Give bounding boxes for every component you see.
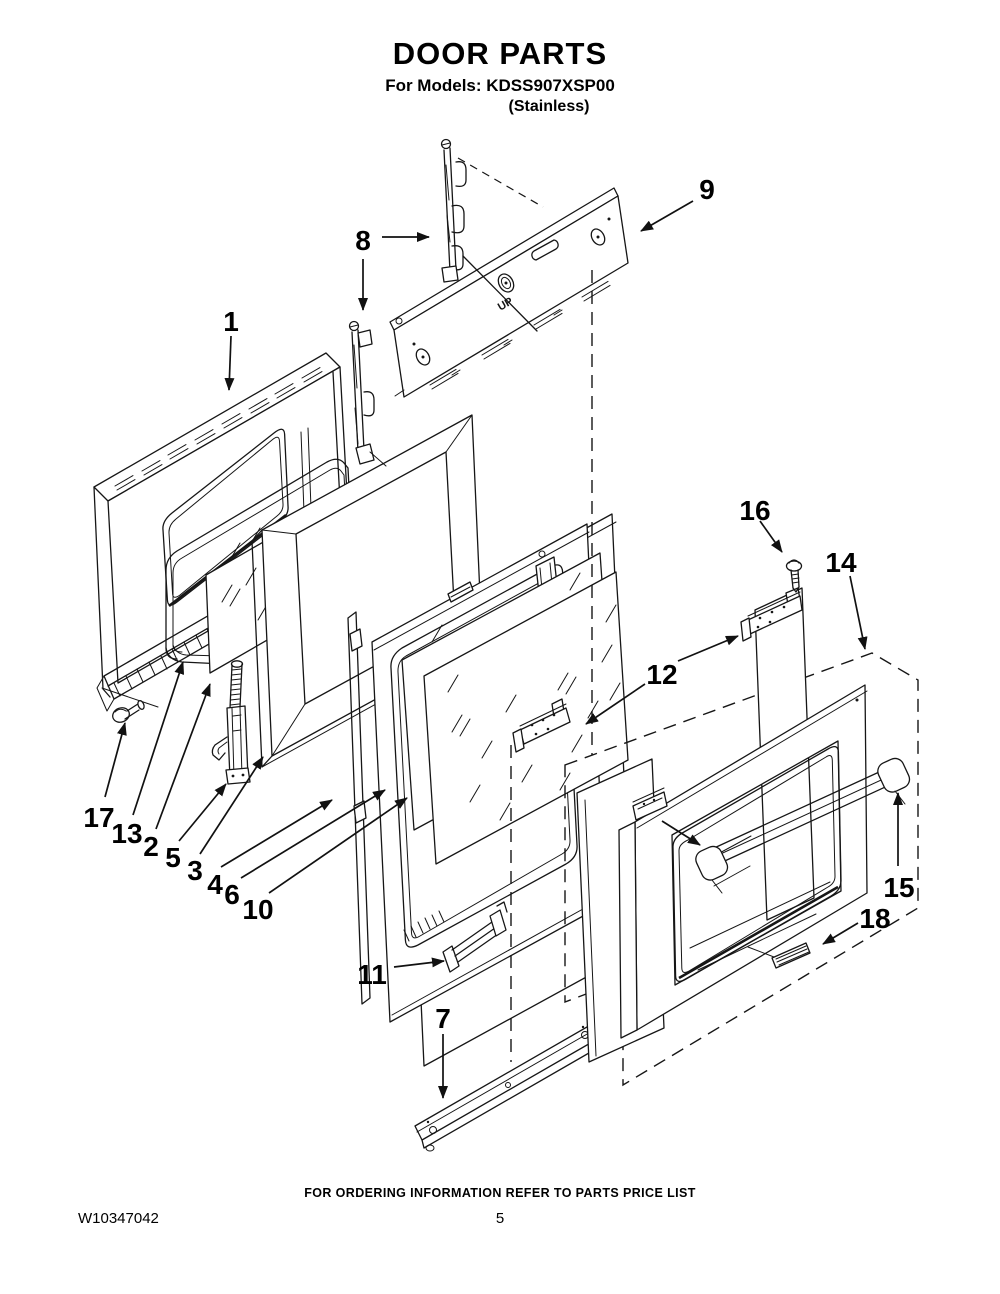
part-label-1: 1	[223, 306, 239, 337]
part-17-plug-screw	[102, 688, 158, 725]
arrow-3	[200, 756, 263, 854]
part-10-middle-glass-b	[424, 572, 628, 864]
bracket-to-panel-leader	[463, 256, 537, 331]
part-14-outer-door-outline	[565, 653, 918, 1085]
part-18-nameplate	[748, 943, 810, 968]
part-label-14: 14	[825, 547, 857, 578]
part-label-8: 8	[355, 225, 371, 256]
part-label-16: 16	[739, 495, 770, 526]
part-label-13: 13	[111, 818, 142, 849]
part-8-side-bracket-lower	[350, 322, 387, 467]
part-label-18: 18	[859, 903, 890, 934]
part-11-support-bracket	[443, 902, 507, 972]
arrow-1	[224, 336, 235, 391]
arrow-10	[269, 798, 408, 893]
part-label-6: 6	[224, 879, 240, 910]
part-label-5: 5	[165, 842, 181, 873]
leader-arrows	[105, 201, 903, 1099]
arrow-13	[133, 661, 185, 815]
arrow-12b	[585, 684, 645, 724]
part-label-10: 10	[242, 894, 273, 925]
arrow-12a	[678, 636, 739, 661]
part-label-4: 4	[207, 869, 223, 900]
part-label-11: 11	[357, 959, 387, 990]
part-14-outer-door-assembly	[577, 588, 912, 1062]
arrow-18	[822, 923, 858, 944]
arrow-16	[760, 521, 782, 553]
part-9-top-trim-panel: UP	[390, 188, 628, 397]
arrow-11	[394, 957, 445, 967]
part-label-17: 17	[83, 802, 114, 833]
arrow-17	[105, 722, 127, 797]
arrow-4	[221, 800, 333, 867]
ordering-notice: FOR ORDERING INFORMATION REFER TO PARTS …	[304, 1186, 696, 1200]
arrow-9	[640, 201, 693, 231]
arrow-handle	[662, 821, 701, 845]
page-number: 5	[495, 1210, 505, 1227]
part-12-hinge-bracket-left	[513, 699, 570, 752]
document-number: W10347042	[78, 1210, 159, 1227]
part-8-side-bracket-upper	[442, 140, 467, 283]
finish-line: (Stainless)	[508, 98, 590, 115]
part-label-15: 15	[883, 872, 914, 903]
part-12-hinge-bracket-door-left	[633, 788, 667, 820]
models-line: For Models: KDSS907XSP00	[385, 76, 615, 95]
part-16-screw	[787, 560, 802, 592]
part-label-2: 2	[143, 831, 159, 862]
part-label-3: 3	[187, 855, 203, 886]
arrow-5	[179, 783, 226, 841]
part-label-9: 9	[699, 174, 715, 205]
part-5-latch-assembly	[212, 661, 250, 784]
part-label-12: 12	[646, 659, 677, 690]
page-title: DOOR PARTS	[392, 36, 608, 71]
part-number-labels: 1 2 3 4 5 6 7 8 9 10 11 12 13 14 15 16 1…	[83, 174, 914, 1034]
arrow-2	[156, 683, 210, 829]
arrow-14	[850, 576, 868, 650]
part-15-door-handle	[693, 755, 913, 893]
arrow-6	[241, 790, 386, 878]
bracket-to-panel-dashed-leader	[458, 158, 543, 207]
part-label-7: 7	[435, 1003, 451, 1034]
